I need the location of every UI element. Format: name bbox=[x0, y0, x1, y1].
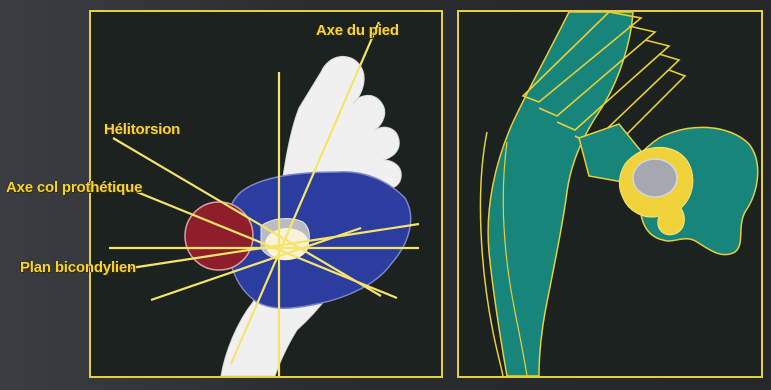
femoral-stem bbox=[488, 12, 633, 376]
right-panel-prosthesis-section bbox=[457, 10, 763, 378]
label-axe-col-prothetique: Axe col prothétique bbox=[6, 179, 142, 196]
prosthesis-section-figure bbox=[459, 12, 761, 376]
label-axe-du-pied: Axe du pied bbox=[316, 22, 399, 39]
label-plan-bicondylien: Plan bicondylien bbox=[20, 259, 136, 276]
label-helitorsion: Hélitorsion bbox=[104, 121, 180, 138]
prosthetic-head bbox=[633, 159, 677, 197]
torsion-diagram-figure bbox=[91, 12, 441, 376]
